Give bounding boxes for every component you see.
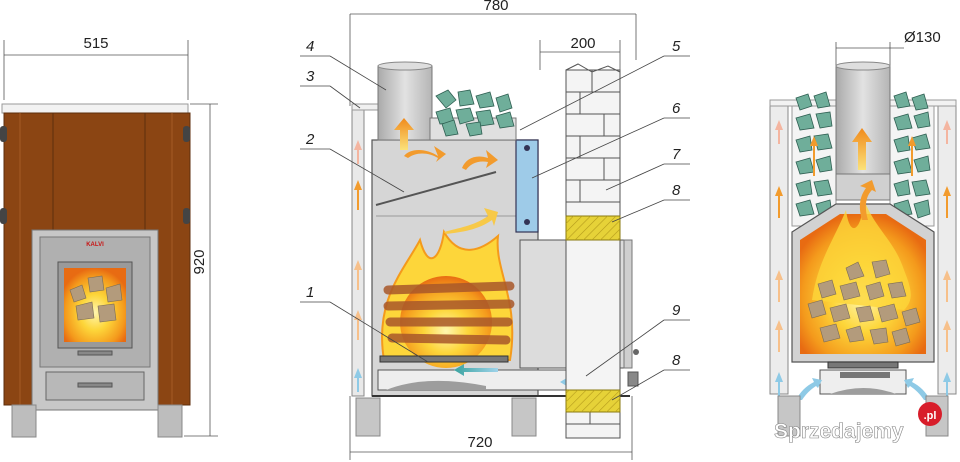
side-knob: [183, 208, 190, 224]
grate: [379, 355, 509, 363]
watermark-badge: [918, 402, 942, 426]
callout-7: 7: [672, 146, 681, 163]
front-view: 515 KALVI: [0, 35, 218, 438]
stove-foot: [11, 404, 37, 438]
section-view: 780 200: [300, 0, 690, 460]
top-plate: [1, 103, 189, 114]
watermark-badge-text: .pl: [924, 410, 937, 422]
firewood-logs: [383, 281, 515, 345]
side-knob: [0, 208, 7, 224]
watermark-text: Sprzedajemy: [774, 420, 904, 443]
section-foot: [355, 397, 381, 437]
door-handle: [77, 350, 113, 356]
callout-5: 5: [672, 38, 681, 55]
front-height-label: 920: [191, 249, 208, 274]
callout-9: 9: [672, 302, 681, 319]
side-hot-air-arrows: [775, 120, 951, 352]
section-foot: [511, 397, 537, 437]
callout-3: 3: [306, 68, 315, 85]
side-knob: [183, 126, 190, 142]
section-bottom-width-label: 720: [467, 434, 492, 451]
side-knob: [0, 126, 7, 142]
callout-2: 2: [305, 131, 315, 148]
sauna-stones: [435, 89, 515, 137]
chimney-diameter-label: Ø130: [904, 29, 941, 46]
section-top-width-label: 780: [483, 0, 508, 14]
baffle-plate: [375, 171, 497, 206]
side-firewood-logs: [807, 259, 921, 347]
hot-air-arrows: [394, 118, 498, 234]
callouts: 1 2 3 4 5 6 7 8 9: [300, 38, 690, 401]
callout-1: 1: [306, 284, 314, 301]
watermark: Sprzedajemy .pl: [774, 402, 942, 443]
stove-foot: [157, 404, 183, 438]
front-width-label: 515: [83, 35, 108, 52]
brick-wall: [565, 63, 621, 439]
callout-4: 4: [306, 38, 314, 55]
callout-8-bottom: 8: [672, 352, 681, 369]
callout-8-top: 8: [672, 182, 681, 199]
callout-6: 6: [672, 100, 681, 117]
side-foot: [777, 395, 801, 437]
side-cold-air-arrows: [775, 372, 951, 400]
water-tank: [515, 139, 539, 233]
brick-wall-width-label: 200: [570, 35, 595, 52]
side-sauna-stones: [795, 91, 931, 219]
brand-label: KALVI: [86, 242, 104, 248]
side-section-view: Ø130: [769, 29, 957, 437]
